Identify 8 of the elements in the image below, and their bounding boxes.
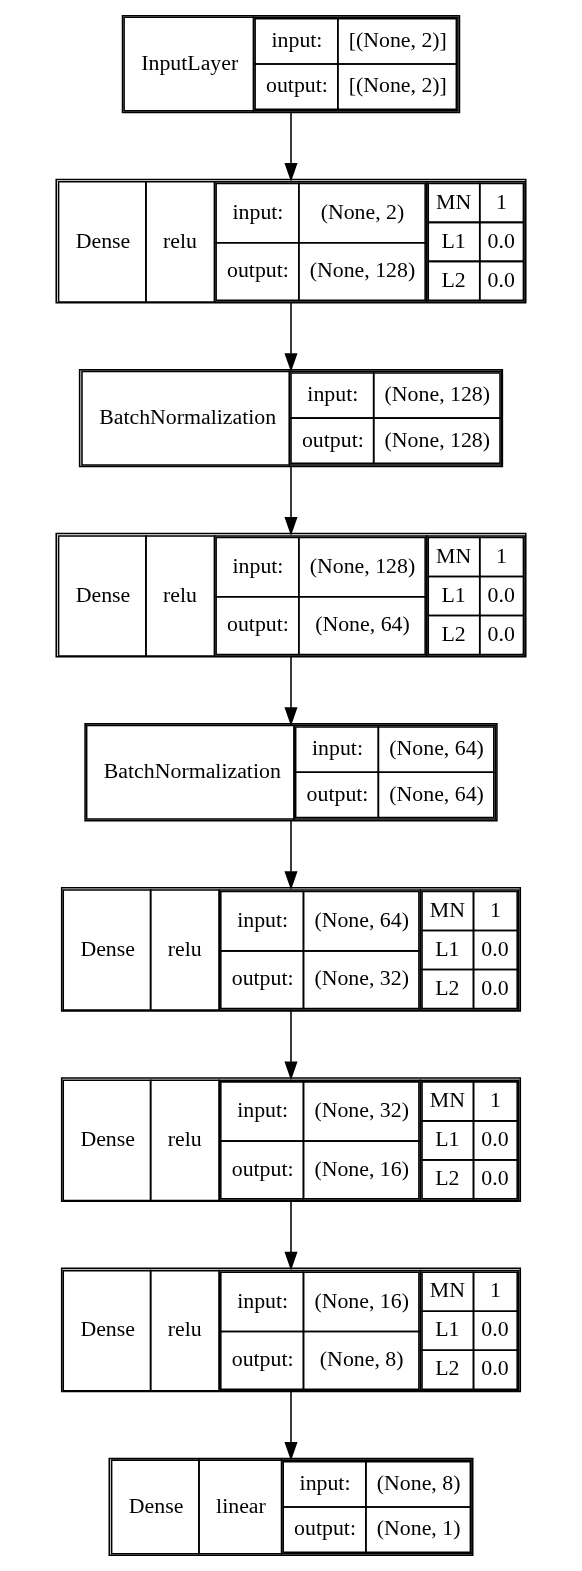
arrow: [284, 656, 298, 726]
arrow: [284, 1200, 298, 1271]
arrow: [284, 466, 298, 536]
arrow: [284, 1010, 298, 1081]
arrow: [284, 820, 298, 890]
arrow: [284, 111, 298, 182]
arrow: [284, 302, 298, 372]
arrow: [284, 1391, 298, 1461]
